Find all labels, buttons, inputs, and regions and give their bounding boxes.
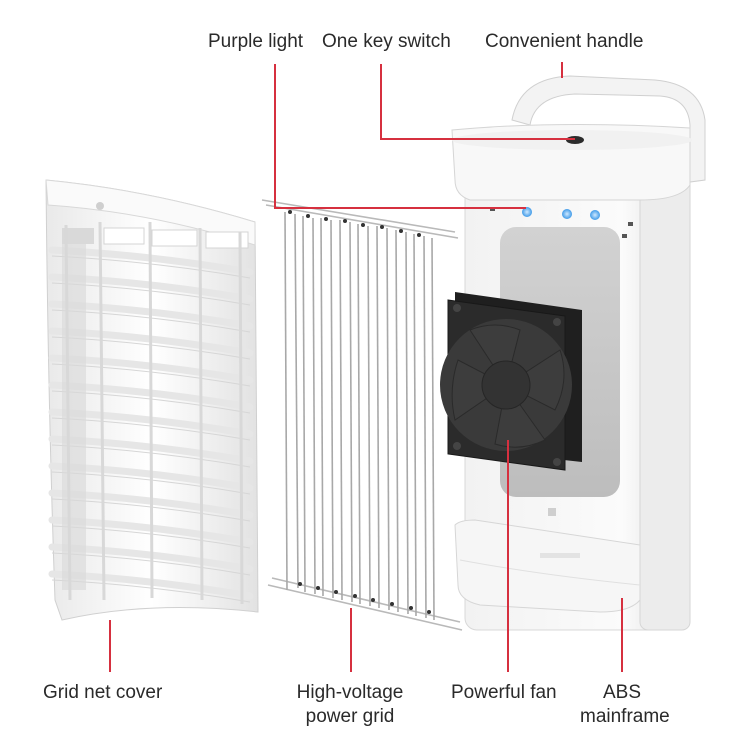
leader-one-key-switch-horizontal — [380, 138, 575, 140]
label-abs-line1: ABS — [602, 682, 642, 703]
label-high-voltage-line2: power grid — [305, 706, 395, 727]
leader-abs-mainframe — [621, 598, 623, 672]
leader-convenient-handle — [561, 62, 563, 78]
leader-one-key-switch-vertical — [380, 64, 382, 140]
mainframe-part — [451, 75, 706, 631]
leader-purple-light-vertical — [274, 64, 276, 209]
grid-net-cover-part — [45, 179, 259, 621]
label-purple-light: Purple light — [208, 31, 304, 52]
leader-grid-net-cover — [109, 620, 111, 672]
leader-purple-light-horizontal — [274, 207, 526, 209]
label-powerful-fan: Powerful fan — [451, 682, 557, 703]
label-abs-mainframe: ABS mainframe — [580, 681, 670, 729]
fan-part — [440, 292, 582, 471]
label-high-voltage-power-grid: High-voltage power grid — [285, 681, 415, 729]
label-one-key-switch: One key switch — [322, 31, 451, 52]
label-abs-line2: mainframe — [580, 706, 670, 727]
label-convenient-handle: Convenient handle — [485, 31, 644, 52]
purple-light-leds — [522, 207, 600, 220]
leader-power-grid — [350, 608, 352, 672]
label-high-voltage-line1: High-voltage — [296, 682, 404, 703]
power-grid-part — [261, 199, 463, 631]
label-grid-net-cover: Grid net cover — [43, 682, 163, 703]
leader-powerful-fan — [507, 440, 509, 672]
